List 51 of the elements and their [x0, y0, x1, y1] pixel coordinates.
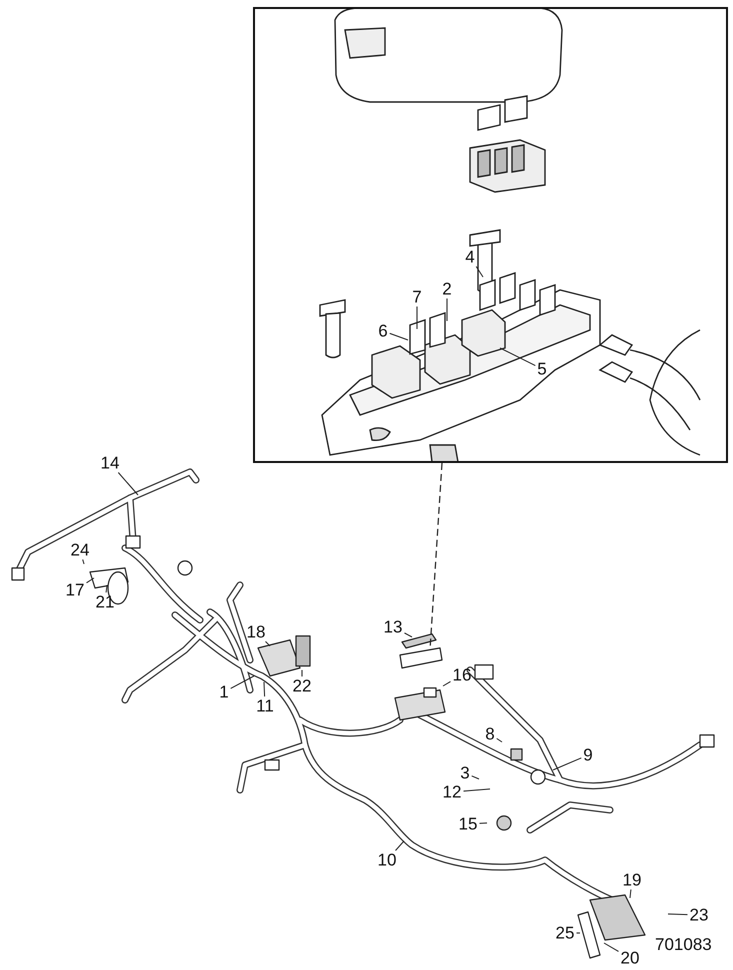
- leader-line: [118, 472, 138, 496]
- callout-number: 4: [465, 248, 475, 266]
- callout-number: 3: [460, 764, 470, 782]
- leader-line: [668, 914, 688, 916]
- leader-line: [389, 332, 408, 340]
- callout-number: 2: [442, 280, 452, 298]
- leader-line: [404, 632, 412, 638]
- leader-line: [463, 788, 490, 792]
- drawing-number: 701083: [655, 936, 712, 953]
- callout-number: 1: [219, 684, 229, 700]
- callout-number: 13: [384, 618, 402, 636]
- callout-number: 15: [458, 816, 478, 832]
- leader-line: [630, 889, 632, 898]
- leader-line: [500, 348, 536, 366]
- callout-number: 16: [452, 666, 472, 684]
- leader-line: [471, 775, 480, 780]
- callout-number: 9: [583, 746, 593, 764]
- leader-line: [442, 681, 451, 686]
- callout-number: 8: [485, 726, 495, 742]
- callout-number: 14: [100, 454, 120, 472]
- leader-line: [552, 757, 582, 770]
- callout-number: 20: [620, 950, 640, 966]
- leader-line: [476, 266, 484, 278]
- leader-line: [395, 840, 404, 851]
- callout-number: 23: [690, 906, 708, 924]
- inset-frame: [253, 7, 728, 463]
- callout-number: 25: [556, 924, 574, 942]
- leader-line: [264, 682, 266, 697]
- leader-line: [106, 584, 108, 593]
- leader-line: [265, 641, 270, 646]
- callout-number: 11: [256, 698, 274, 714]
- callout-number: 6: [378, 322, 388, 340]
- leader-line: [446, 298, 448, 322]
- callout-number: 19: [622, 872, 642, 888]
- leader-line: [496, 738, 502, 742]
- callout-number: 22: [292, 678, 312, 694]
- callout-number: 5: [537, 360, 547, 378]
- leader-line: [230, 676, 254, 689]
- leader-line: [604, 942, 619, 952]
- leader-line: [416, 306, 418, 330]
- callout-number: 21: [96, 594, 114, 610]
- callout-number: 18: [246, 624, 266, 640]
- leader-line: [82, 559, 84, 564]
- callout-number: 24: [70, 542, 90, 558]
- callout-number: 17: [66, 582, 84, 598]
- callout-number: 10: [378, 852, 396, 868]
- callout-number: 12: [442, 784, 462, 800]
- callout-number: 7: [412, 288, 422, 306]
- leader-line: [479, 822, 488, 824]
- leader-line: [576, 932, 580, 934]
- leader-line: [86, 578, 94, 584]
